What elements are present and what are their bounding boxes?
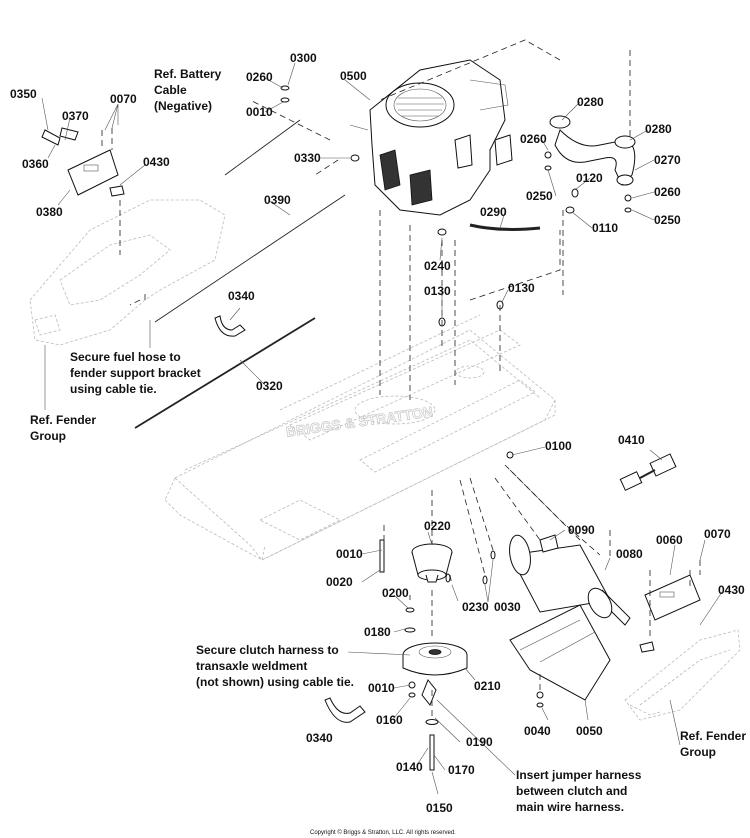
label-0340: 0340 <box>228 289 255 303</box>
label-0130: 0130 <box>424 284 451 298</box>
part-labels: 0350 0370 0070 0360 0380 0430 0260 0300 … <box>10 51 745 815</box>
bracket-0060 <box>639 574 701 653</box>
svg-text:Cable: Cable <box>154 83 187 97</box>
svg-text:Ref. Fender: Ref. Fender <box>30 413 96 427</box>
label-0030: 0030 <box>494 600 521 614</box>
clip-0340-upper <box>214 315 246 337</box>
label-0230: 0230 <box>462 600 489 614</box>
label-0180: 0180 <box>364 625 391 639</box>
svg-text:between clutch and: between clutch and <box>516 784 627 798</box>
label-0390: 0390 <box>264 193 291 207</box>
label-0220: 0220 <box>424 519 451 533</box>
label-0280: 0280 <box>645 122 672 136</box>
label-0040: 0040 <box>524 724 551 738</box>
label-0280: 0280 <box>577 95 604 109</box>
label-0380: 0380 <box>36 205 63 219</box>
label-0500: 0500 <box>340 69 367 83</box>
label-0260: 0260 <box>654 185 681 199</box>
label-0110: 0110 <box>592 221 618 235</box>
left-fender <box>29 199 226 346</box>
label-0320: 0320 <box>256 379 283 393</box>
label-0330: 0330 <box>294 151 321 165</box>
svg-text:Secure clutch harness to: Secure clutch harness to <box>196 643 339 657</box>
note-fender-left: Ref. Fender Group <box>30 413 96 443</box>
label-0200: 0200 <box>382 586 409 600</box>
svg-text:main wire harness.: main wire harness. <box>516 800 624 814</box>
svg-text:(not shown) using cable tie.: (not shown) using cable tie. <box>196 675 354 689</box>
label-0430: 0430 <box>718 583 745 597</box>
label-0340: 0340 <box>306 731 333 745</box>
bracket-0380 <box>41 127 125 197</box>
muffler-0080 <box>509 534 631 626</box>
engine <box>349 59 513 216</box>
label-0060: 0060 <box>656 533 683 547</box>
note-fender-right: Ref. Fender Group <box>680 729 746 759</box>
label-0010: 0010 <box>246 105 273 119</box>
exhaust-pipe <box>549 115 636 186</box>
note-jumper-harness: Insert jumper harness between clutch and… <box>516 768 642 814</box>
label-0350: 0350 <box>10 87 37 101</box>
label-0140: 0140 <box>396 760 423 774</box>
label-0410: 0410 <box>618 433 645 447</box>
note-clutch-harness: Secure clutch harness to transaxle weldm… <box>196 643 354 689</box>
chassis-frame <box>164 314 556 561</box>
svg-text:(Negative): (Negative) <box>154 99 212 113</box>
label-0130: 0130 <box>508 281 535 295</box>
label-0240: 0240 <box>424 259 451 273</box>
heat-shield-0050 <box>509 604 611 701</box>
label-0370: 0370 <box>62 109 89 123</box>
fuel-hose-0290 <box>469 223 541 231</box>
label-0070: 0070 <box>704 527 731 541</box>
battery-cable <box>224 119 301 176</box>
label-0260: 0260 <box>246 70 273 84</box>
assembly-lines <box>101 39 701 720</box>
pulley-0220 <box>411 543 453 583</box>
label-0300: 0300 <box>290 51 317 65</box>
cable-0320 <box>134 317 316 429</box>
leader-lines <box>41 62 723 795</box>
label-0360: 0360 <box>22 157 49 171</box>
label-0190: 0190 <box>466 735 493 749</box>
right-fender <box>624 629 741 721</box>
label-0250: 0250 <box>654 213 681 227</box>
clutch-0210 <box>402 642 468 676</box>
svg-text:Insert jumper harness: Insert jumper harness <box>516 768 642 782</box>
svg-text:Group: Group <box>30 429 66 443</box>
label-0170: 0170 <box>448 763 475 777</box>
label-0090: 0090 <box>568 523 595 537</box>
hardware <box>280 85 632 771</box>
label-0010: 0010 <box>368 681 395 695</box>
label-0260: 0260 <box>520 132 547 146</box>
copyright: Copyright © Briggs & Stratton, LLC. All … <box>310 829 456 836</box>
svg-text:fender support bracket: fender support bracket <box>70 366 201 380</box>
svg-text:Ref. Fender: Ref. Fender <box>680 729 746 743</box>
label-0070: 0070 <box>110 92 137 106</box>
label-0430: 0430 <box>143 155 170 169</box>
svg-text:Group: Group <box>680 745 716 759</box>
svg-text:transaxle weldment: transaxle weldment <box>196 659 307 673</box>
jumper-harness-0410 <box>619 453 677 491</box>
note-battery-cable: Ref. Battery Cable (Negative) <box>154 67 222 113</box>
label-0150: 0150 <box>426 801 453 815</box>
label-0100: 0100 <box>545 439 572 453</box>
label-0160: 0160 <box>376 713 403 727</box>
label-0290: 0290 <box>480 205 507 219</box>
label-0250: 0250 <box>526 189 553 203</box>
svg-text:Ref. Battery: Ref. Battery <box>154 67 222 81</box>
svg-text:using cable tie.: using cable tie. <box>70 382 157 396</box>
throttle-cable-0390 <box>154 194 346 323</box>
label-0210: 0210 <box>474 679 501 693</box>
label-0020: 0020 <box>326 575 353 589</box>
label-0120: 0120 <box>576 171 603 185</box>
label-0080: 0080 <box>616 547 643 561</box>
clip-0340-lower <box>324 697 366 723</box>
label-0270: 0270 <box>654 153 681 167</box>
label-0010: 0010 <box>336 547 363 561</box>
svg-text:Secure fuel hose to: Secure fuel hose to <box>70 350 181 364</box>
note-fuel-hose: Secure fuel hose to fender support brack… <box>70 350 201 396</box>
label-0050: 0050 <box>576 724 603 738</box>
